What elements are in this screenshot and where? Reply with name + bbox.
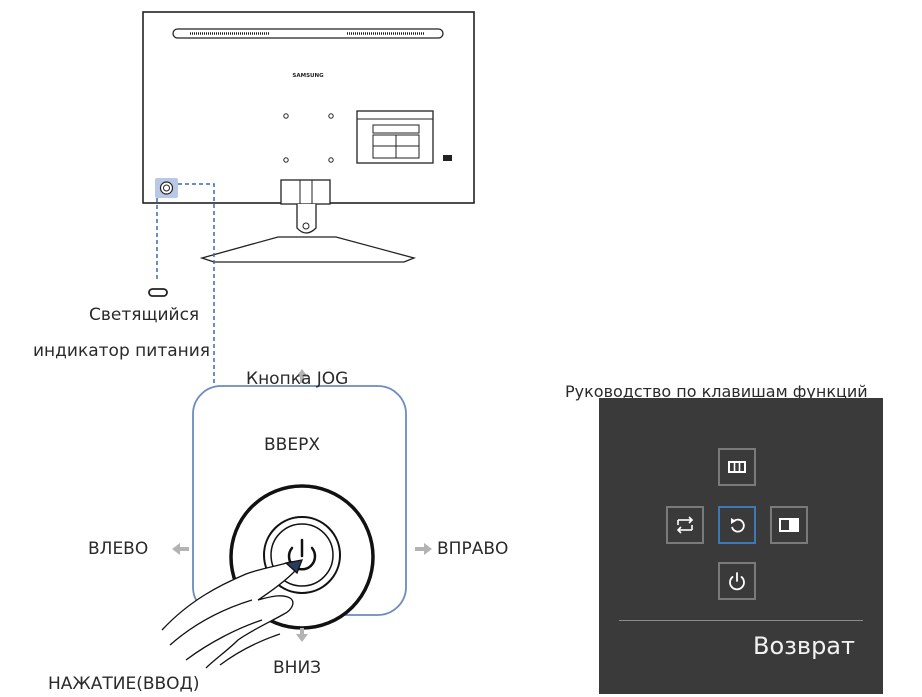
key-source[interactable] (666, 506, 704, 544)
jog-button-closeup (161, 369, 432, 669)
jog-button-label: Кнопка JOG (246, 369, 349, 389)
power-indicator-label-line1: Светящийся (89, 305, 200, 325)
direction-up-label: ВВЕРХ (264, 435, 320, 455)
power-led-icon (148, 288, 168, 297)
hand-pressing-icon (161, 559, 304, 669)
power-indicator-label-line2: индикатор питания (33, 341, 211, 361)
arrow-down-icon (296, 628, 308, 642)
leader-lines (156, 183, 215, 465)
rating-label-plate (356, 110, 434, 164)
function-key-guide-panel: Возврат (599, 398, 883, 694)
monitor-back: SAMSUNG (142, 11, 475, 263)
direction-left-label: ВЛЕВО (88, 539, 149, 559)
power-icon (729, 572, 745, 591)
source-switch-icon (676, 516, 694, 534)
key-power[interactable] (718, 562, 756, 600)
arrow-left-icon (172, 543, 189, 555)
monitor-brand: SAMSUNG (292, 73, 324, 79)
return-label: Возврат (753, 632, 855, 660)
arrow-right-icon (415, 543, 432, 555)
function-guide-title: Руководство по клавишам функций (565, 382, 868, 401)
key-picture-mode[interactable] (770, 506, 808, 544)
key-return[interactable] (718, 506, 756, 544)
picture-mode-icon (779, 518, 799, 532)
press-enter-label: НАЖАТИЕ(ВВОД) (48, 674, 200, 694)
menu-icon (728, 461, 746, 473)
arrow-up-icon (296, 369, 308, 383)
return-icon (731, 518, 745, 533)
direction-right-label: ВПРАВО (437, 539, 509, 559)
panel-divider (619, 620, 863, 621)
key-menu[interactable] (718, 448, 756, 486)
direction-down-label: ВНИЗ (273, 658, 322, 678)
